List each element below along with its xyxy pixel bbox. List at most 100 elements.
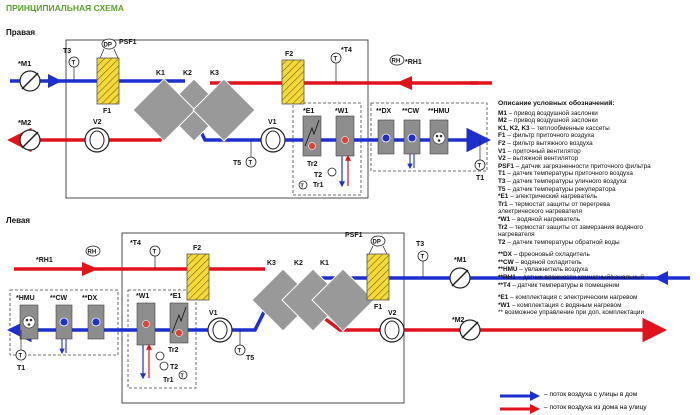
left-w1-label: *W1 bbox=[136, 293, 149, 300]
legend-flow-in-text: – поток воздуха с улицы в дом bbox=[544, 391, 638, 398]
right-damper-m2 bbox=[19, 129, 41, 151]
legend-symbol: Tr2 bbox=[498, 223, 508, 231]
left-damper-m2 bbox=[459, 319, 481, 341]
legend-description: нагревателя bbox=[498, 231, 535, 239]
svg-text:T: T bbox=[153, 250, 157, 256]
legend-symbol: M2 bbox=[498, 117, 507, 125]
right-filter-f2 bbox=[281, 59, 305, 105]
left-psf1-label: PSF1 bbox=[345, 232, 363, 239]
legend-symbol: **HMU bbox=[498, 266, 518, 274]
legend-description: – датчик температуры в помещении bbox=[510, 281, 620, 289]
left-t5-label: T5 bbox=[246, 355, 254, 362]
legend-symbol: *W1 bbox=[498, 215, 511, 223]
right-f1-label: F1 bbox=[103, 108, 111, 115]
legend-row: Tr1 – термостат защиты от перегрева bbox=[498, 201, 696, 209]
left-v1-label: V1 bbox=[209, 310, 218, 317]
svg-text:T: T bbox=[421, 255, 425, 261]
right-e1-label: *E1 bbox=[303, 108, 314, 115]
left-fan-v2 bbox=[379, 317, 405, 343]
legend-panel: Описание условных обозначений: M1 – прив… bbox=[498, 100, 696, 317]
left-rh1-label: *RH1 bbox=[36, 257, 53, 264]
legend-description: – фреоновый охладитель bbox=[511, 251, 590, 259]
right-rh-sensor bbox=[389, 54, 405, 66]
right-w1-label: *W1 bbox=[335, 108, 348, 115]
legend-description: – электрический нагреватель bbox=[508, 193, 598, 201]
legend-description: – датчик температуры приточного воздуха bbox=[505, 170, 633, 178]
legend-flow-out: – поток воздуха из дома на улицу bbox=[498, 403, 696, 415]
right-heater-w1 bbox=[335, 115, 355, 157]
legend-description: – термостат защиты от перегрева bbox=[507, 200, 610, 208]
left-hmu-label: *HMU bbox=[16, 295, 35, 302]
legend-description: – увлажнитель воздуха bbox=[517, 266, 588, 274]
legend-description: – фильтр приточного воздуха bbox=[505, 132, 595, 140]
legend-row: T3 – датчик температуры уличного воздуха bbox=[498, 178, 696, 186]
left-tr2-label: Tr2 bbox=[168, 347, 179, 354]
left-filter-f1 bbox=[366, 253, 390, 301]
legend-row: T2 – датчик температуры обратной воды bbox=[498, 239, 696, 247]
legend-row: T5 – датчик температуры рекуператора bbox=[498, 186, 696, 194]
left-m2-label: *M2 bbox=[452, 317, 465, 324]
left-t3-label: T3 bbox=[416, 241, 424, 248]
right-psf1-label: PSF1 bbox=[119, 39, 137, 46]
left-t1-label: T1 bbox=[17, 365, 25, 372]
left-e1-label: *E1 bbox=[170, 293, 181, 300]
legend-description: – водяной охладитель bbox=[513, 258, 582, 266]
legend-row: F2 – фильтр вытяжного воздуха bbox=[498, 140, 696, 148]
svg-text:DP: DP bbox=[104, 43, 112, 49]
left-k1-label: K1 bbox=[320, 260, 329, 267]
legend-row: **RH1 – датчик влажности комнатный/канал… bbox=[498, 274, 696, 282]
legend-group-options: **DX – фреоновый охладитель**CW – водяно… bbox=[498, 251, 696, 289]
legend-row: **CW – водяной охладитель bbox=[498, 259, 696, 267]
left-m1-label: *M1 bbox=[454, 257, 467, 264]
legend-row: K1, K2, K3 – теплообменные кассеты bbox=[498, 125, 696, 133]
right-t2-label: T2 bbox=[314, 172, 322, 179]
legend-description: – приточный вентилятор bbox=[505, 147, 581, 155]
legend-symbol: *W1 bbox=[498, 301, 511, 309]
right-tr2-label: Tr2 bbox=[307, 161, 318, 168]
legend-row: **DX – фреоновый охладитель bbox=[498, 251, 696, 259]
legend-heading: Описание условных обозначений: bbox=[498, 100, 615, 107]
svg-text:T: T bbox=[301, 184, 305, 190]
legend-symbol: T2 bbox=[498, 238, 506, 246]
legend-flow-out-text: – поток воздуха из дома на улицу bbox=[544, 404, 647, 411]
legend-row: M1 – привод воздушной заслонки bbox=[498, 110, 696, 118]
left-k2-label: K2 bbox=[294, 260, 303, 267]
svg-text:T: T bbox=[181, 374, 185, 380]
right-dp-sensor bbox=[101, 38, 117, 50]
svg-text:T: T bbox=[238, 349, 242, 355]
legend-row: нагревателя bbox=[498, 231, 696, 239]
legend-description: электрического нагревателя bbox=[498, 208, 582, 216]
right-rh1-label: *RH1 bbox=[405, 59, 422, 66]
legend-symbol: *E1 bbox=[498, 294, 509, 302]
legend-description: – вытяжной вентилятор bbox=[505, 155, 579, 163]
svg-text:T: T bbox=[334, 57, 338, 63]
right-t4-label: *T4 bbox=[341, 47, 352, 54]
right-k2-label: K2 bbox=[183, 70, 192, 77]
right-m2-label: *M2 bbox=[18, 118, 31, 127]
left-k3-label: K3 bbox=[267, 260, 276, 267]
legend-symbol: K1, K2, K3 bbox=[498, 124, 530, 132]
legend-row: PSF1 – датчик загрязненности приточного … bbox=[498, 163, 696, 171]
left-f1-label: F1 bbox=[374, 304, 382, 311]
legend-row: F1 – фильтр приточного воздуха bbox=[498, 132, 696, 140]
legend-symbol: **CW bbox=[498, 258, 514, 266]
legend-description: – привод воздушной заслонки bbox=[506, 117, 598, 125]
right-filter-f1 bbox=[96, 57, 120, 105]
legend-description: – водяной нагреватель bbox=[510, 215, 581, 223]
legend-flow-in: – поток воздуха с улицы в дом bbox=[498, 390, 696, 402]
legend-row: V1 – приточный вентилятор bbox=[498, 148, 696, 156]
legend-description: – комплектация с водяным нагревом bbox=[510, 301, 622, 309]
left-damper-m1 bbox=[449, 267, 471, 289]
legend-row: M2 – привод воздушной заслонки bbox=[498, 117, 696, 125]
section-right-title: Правая bbox=[6, 28, 36, 37]
legend-row: V2 – вытяжной вентилятор bbox=[498, 155, 696, 163]
legend-group-notes: *E1 – комплектация с электрическим нагре… bbox=[498, 294, 696, 317]
legend-symbol: PSF1 bbox=[498, 162, 514, 170]
right-damper-m1 bbox=[19, 70, 41, 92]
legend-symbol: V1 bbox=[498, 147, 506, 155]
svg-text:RH: RH bbox=[392, 59, 401, 65]
right-m1-label: *M1 bbox=[18, 59, 31, 68]
right-k1-label: K1 bbox=[156, 70, 165, 77]
